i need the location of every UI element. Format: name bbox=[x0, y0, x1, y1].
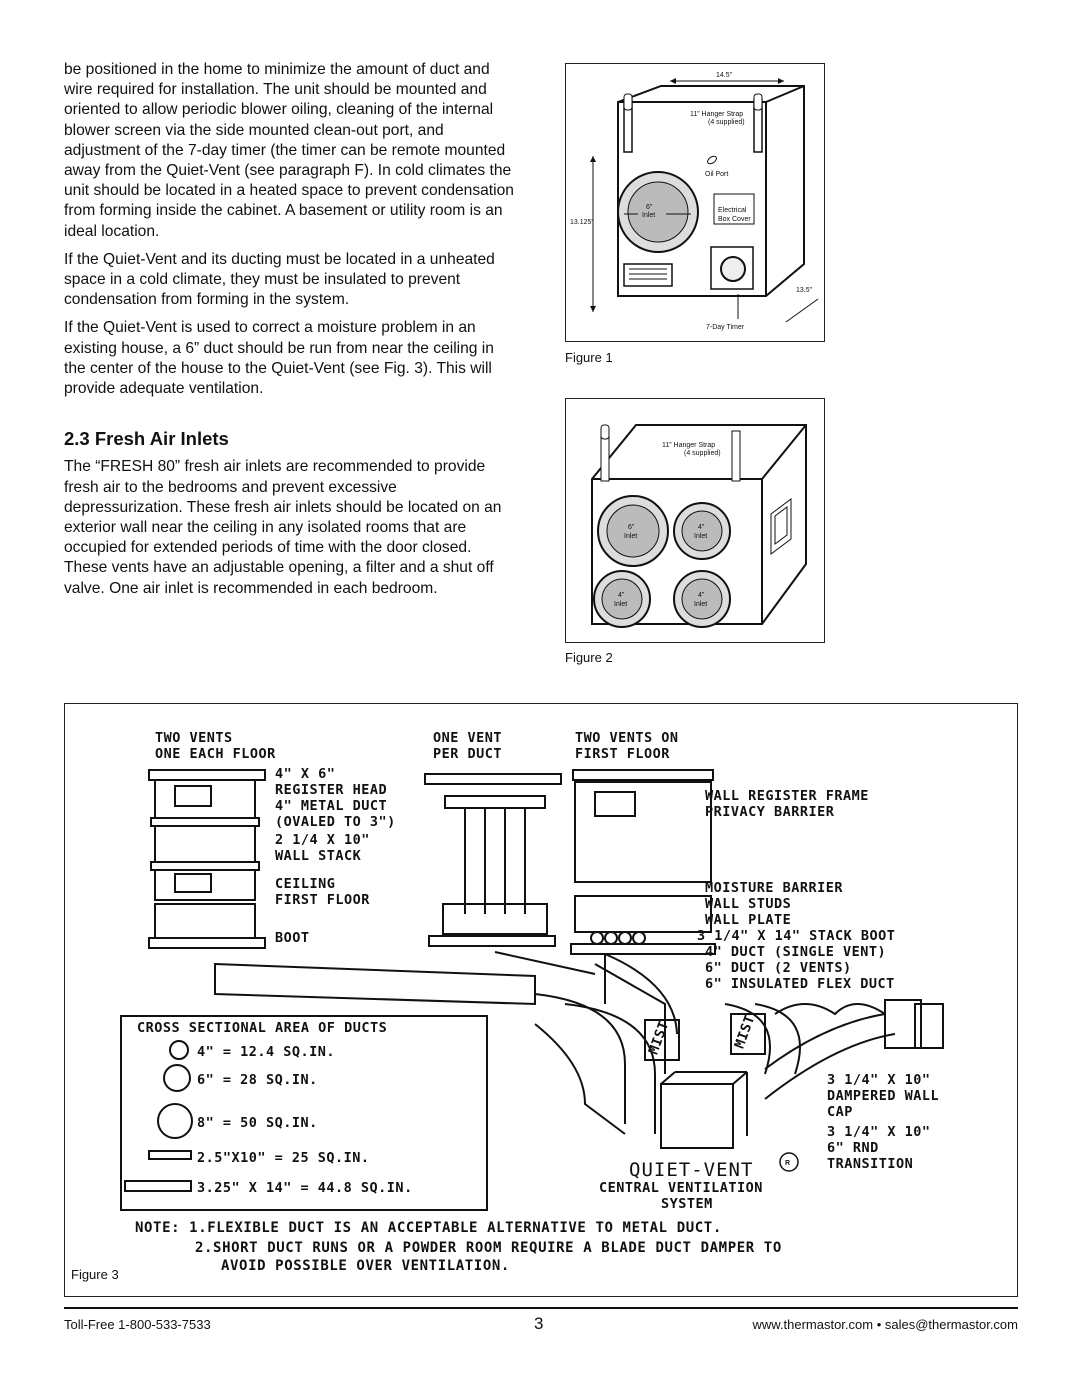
fig3-left-label-3: 4" METAL DUCT bbox=[275, 798, 387, 814]
fig3-note-3: AVOID POSSIBLE OVER VENTILATION. bbox=[221, 1258, 510, 1274]
fig3-cap-label-4: 3 1/4" X 10" bbox=[827, 1124, 931, 1140]
body-text-column: be positioned in the home to minimize th… bbox=[64, 60, 514, 607]
fig2-inlet2-size: 4” bbox=[698, 524, 705, 531]
fig3-cross-row-3: 8" = 50 SQ.IN. bbox=[197, 1115, 318, 1131]
paragraph-4: The “FRESH 80” fresh air inlets are reco… bbox=[64, 458, 502, 597]
fig1-timer: 7-Day Timer bbox=[706, 324, 745, 331]
fig3-stack-right bbox=[570, 769, 716, 955]
figure-1-drawing: 14.5” 11” Hanger Strap (4 supplied) Oil … bbox=[570, 72, 819, 331]
fig2-inlet2-label: Inlet bbox=[694, 533, 707, 540]
fig3-left-label-7: CEILING bbox=[275, 876, 335, 892]
page-number: 3 bbox=[534, 1314, 544, 1333]
fig3-right-label-9: 6" INSULATED FLEX DUCT bbox=[705, 976, 895, 992]
footer-contact: www.thermastor.com • sales@thermastor.co… bbox=[752, 1317, 1018, 1332]
fig3-product-name: QUIET-VENT bbox=[629, 1159, 753, 1181]
figure-2-caption: Figure 2 bbox=[565, 650, 613, 665]
fig1-inlet-label: Inlet bbox=[642, 212, 655, 219]
fig1-depth-dim: 13.5” bbox=[796, 287, 813, 294]
fig3-cross-row-2: 6" = 28 SQ.IN. bbox=[197, 1072, 318, 1088]
fig3-product-sub2: SYSTEM bbox=[661, 1196, 713, 1212]
paragraph-2: If the Quiet-Vent and its ducting must b… bbox=[64, 250, 495, 309]
fig1-oil-port: Oil Port bbox=[705, 171, 728, 178]
figure-3-box: TWO VENTS ONE EACH FLOOR ONE VENT PER DU… bbox=[64, 703, 1018, 1297]
fig3-duct-runs bbox=[214, 951, 944, 1135]
fig2-inlet4-size: 4” bbox=[698, 592, 705, 599]
fig3-left-label-6: WALL STACK bbox=[275, 848, 362, 864]
figure-3-drawing: TWO VENTS ONE EACH FLOOR ONE VENT PER DU… bbox=[120, 730, 944, 1274]
fig3-right-label-1: WALL REGISTER FRAME bbox=[705, 788, 869, 804]
fig3-cross-table bbox=[120, 1015, 488, 1211]
fig3-cross-row-5: 3.25" X 14" = 44.8 SQ.IN. bbox=[197, 1180, 413, 1196]
figure-1-caption: Figure 1 bbox=[565, 350, 613, 365]
fig3-cross-title: CROSS SECTIONAL AREA OF DUCTS bbox=[137, 1020, 387, 1036]
fig1-strap-line2: (4 supplied) bbox=[708, 119, 745, 126]
figure-3-caption: Figure 3 bbox=[71, 1267, 119, 1282]
fig3-box-label-1: MIST bbox=[646, 1019, 673, 1057]
fig3-note-2: 2.SHORT DUCT RUNS OR A POWDER ROOM REQUI… bbox=[195, 1240, 782, 1256]
fig2-inlet4-label: Inlet bbox=[694, 601, 707, 608]
fig3-left-label-5: 2 1/4 X 10" bbox=[275, 832, 370, 848]
fig3-col2-title2: PER DUCT bbox=[433, 746, 502, 762]
fig3-vent-box bbox=[644, 1013, 766, 1149]
paragraph-1: be positioned in the home to minimize th… bbox=[64, 61, 514, 240]
footer-phone: Toll-Free 1-800-533-7533 bbox=[64, 1317, 211, 1332]
figure-2-drawing: 11” Hanger Strap (4 supplied) 6” Inlet 4… bbox=[591, 424, 807, 628]
fig2-inlet3-size: 4” bbox=[618, 592, 625, 599]
fig3-left-label-9: BOOT bbox=[275, 930, 310, 946]
fig3-stack-middle bbox=[424, 773, 562, 947]
fig2-strap-line2: (4 supplied) bbox=[684, 450, 721, 457]
fig3-col1-title1: TWO VENTS bbox=[155, 730, 233, 746]
fig3-right-label-6: 3 1/4" X 14" STACK BOOT bbox=[697, 928, 895, 944]
fig3-left-label-2: REGISTER HEAD bbox=[275, 782, 387, 798]
fig3-product-sub1: CENTRAL VENTILATION bbox=[599, 1180, 763, 1196]
paragraph-3: If the Quiet-Vent is used to correct a m… bbox=[64, 319, 494, 398]
fig2-inlet1-size: 6” bbox=[628, 524, 635, 531]
fig3-cap-label-2: DAMPERED WALL bbox=[827, 1088, 939, 1104]
section-heading: 2.3 Fresh Air Inlets bbox=[64, 428, 229, 450]
fig3-right-label-4: WALL STUDS bbox=[705, 896, 791, 912]
footer-divider bbox=[64, 1307, 1018, 1309]
fig3-cap-label-5: 6" RND bbox=[827, 1140, 879, 1156]
fig1-electrical1: Electrical bbox=[718, 207, 747, 214]
fig3-col1-title2: ONE EACH FLOOR bbox=[155, 746, 276, 762]
fig1-height-dim: 13.125” bbox=[570, 219, 594, 226]
fig3-right-label-3: MOISTURE BARRIER bbox=[705, 880, 843, 896]
fig2-inlet1-label: Inlet bbox=[624, 533, 637, 540]
fig2-strap-line1: 11” Hanger Strap bbox=[662, 442, 715, 449]
fig3-left-label-4: (OVALED TO 3") bbox=[275, 814, 396, 830]
fig3-cap-label-1: 3 1/4" X 10" bbox=[827, 1072, 931, 1088]
fig3-note-1: NOTE: 1.FLEXIBLE DUCT IS AN ACCEPTABLE A… bbox=[135, 1220, 722, 1236]
fig1-inlet-size: 6” bbox=[646, 204, 653, 211]
fig3-cap-label-6: TRANSITION bbox=[827, 1156, 913, 1172]
fig3-right-label-7: 4" DUCT (SINGLE VENT) bbox=[705, 944, 886, 960]
fig3-cross-row-1: 4" = 12.4 SQ.IN. bbox=[197, 1044, 335, 1060]
fig3-col2-title1: ONE VENT bbox=[433, 730, 502, 746]
fig3-col3-title2: FIRST FLOOR bbox=[575, 746, 670, 762]
fig3-left-label-8: FIRST FLOOR bbox=[275, 892, 370, 908]
fig3-cap-label-3: CAP bbox=[827, 1104, 853, 1120]
fig3-col3-title1: TWO VENTS ON bbox=[575, 730, 679, 746]
fig1-width-dim: 14.5” bbox=[716, 72, 733, 79]
figure-2-box: 11” Hanger Strap (4 supplied) 6” Inlet 4… bbox=[565, 398, 825, 643]
figure-1-box: 14.5” 11” Hanger Strap (4 supplied) Oil … bbox=[565, 63, 825, 342]
fig3-right-label-5: WALL PLATE bbox=[705, 912, 791, 928]
fig3-right-label-8: 6" DUCT (2 VENTS) bbox=[705, 960, 852, 976]
fig1-electrical2: Box Cover bbox=[718, 216, 751, 223]
fig2-inlet3-label: Inlet bbox=[614, 601, 627, 608]
fig3-box-label-2: MIST bbox=[732, 1013, 759, 1051]
fig3-product-mark: R bbox=[785, 1160, 790, 1167]
fig3-cross-row-4: 2.5"X10" = 25 SQ.IN. bbox=[197, 1150, 370, 1166]
fig3-stack-left bbox=[148, 769, 266, 949]
fig1-strap-line1: 11” Hanger Strap bbox=[690, 111, 743, 118]
fig3-right-label-2: PRIVACY BARRIER bbox=[705, 804, 835, 820]
fig3-left-label-1: 4" X 6" bbox=[275, 766, 335, 782]
